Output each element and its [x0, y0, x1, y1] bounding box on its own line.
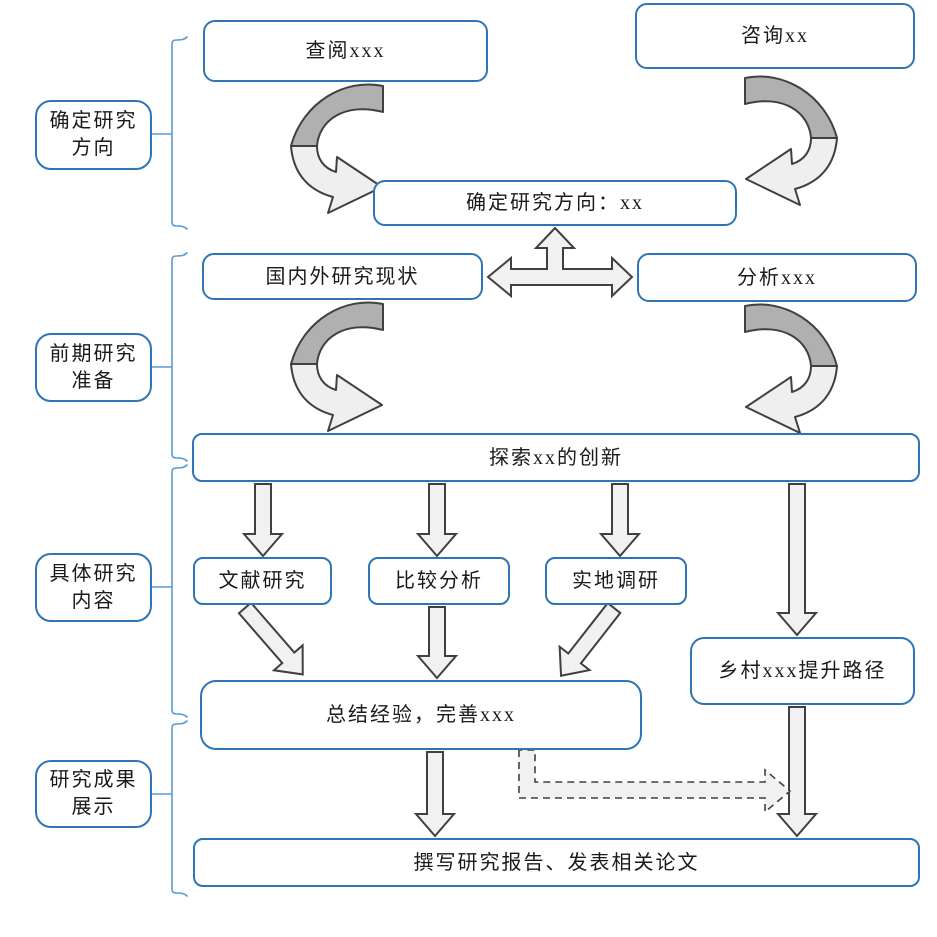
node-field-research: 实地调研 — [545, 557, 687, 605]
node-analyze-text: 分析xxx — [737, 266, 817, 289]
node-analyze: 分析xxx — [637, 253, 917, 302]
node-comparative-analysis-text: 比较分析 — [395, 570, 483, 592]
stage-bracket-4 — [151, 720, 188, 897]
node-direction: 确定研究方向：xx — [373, 180, 737, 226]
curved-arrow-analyze-to-explore — [744, 303, 838, 434]
stage-bracket-3 — [151, 464, 188, 718]
node-rural-improvement-path-text: 乡村xxx提升路径 — [718, 660, 887, 682]
curved-arrow-lookup-to-direction — [290, 83, 384, 214]
node-literature-research: 文献研究 — [193, 557, 332, 605]
node-write-report: 撰写研究报告、发表相关论文 — [193, 838, 920, 887]
stage-bracket-2 — [151, 252, 188, 462]
curved-arrow-status-to-explore — [290, 301, 384, 432]
arrow-field-to-summarize — [558, 601, 622, 677]
node-lookup: 查阅xxx — [203, 20, 488, 82]
node-summarize-experience: 总结经验，完善xxx — [200, 680, 642, 750]
node-explore-innovation-text: 探索xx的创新 — [489, 446, 623, 469]
dashed-elbow-arrow-summarize — [518, 749, 792, 814]
three-way-arrow-status-analyze-direction — [486, 226, 634, 299]
stage-label-preliminary-preparation: 前期研究准备 — [35, 333, 152, 402]
node-lookup-text: 查阅xxx — [305, 40, 386, 62]
node-literature-research-text: 文献研究 — [218, 570, 307, 592]
node-consult: 咨询xx — [635, 3, 915, 69]
node-explore-innovation: 探索xx的创新 — [192, 433, 920, 482]
node-rural-improvement-path: 乡村xxx提升路径 — [690, 637, 915, 705]
stage-label-results-display: 研究成果展示 — [35, 760, 152, 828]
stage-label-text: 前期研究准备 — [49, 342, 138, 392]
node-direction-text: 确定研究方向：xx — [466, 192, 644, 214]
arrow-explore-to-literature — [241, 483, 285, 558]
stage-label-specific-content: 具体研究内容 — [35, 553, 152, 622]
stage-label-text: 确定研究方向 — [49, 110, 138, 159]
stage-bracket-1 — [151, 36, 188, 230]
stage-label-determine-direction: 确定研究方向 — [35, 100, 152, 170]
stage-label-text: 研究成果展示 — [49, 769, 138, 818]
node-research-status-text: 国内外研究现状 — [265, 265, 420, 288]
arrow-explore-to-rural — [775, 483, 819, 637]
arrow-literature-to-summarize — [237, 601, 304, 676]
arrow-compare-to-summarize — [415, 606, 459, 680]
arrow-explore-to-compare — [415, 483, 459, 558]
node-research-status: 国内外研究现状 — [202, 253, 483, 300]
curved-arrow-consult-to-direction — [744, 75, 838, 206]
node-write-report-text: 撰写研究报告、发表相关论文 — [413, 851, 700, 874]
node-field-research-text: 实地调研 — [572, 570, 660, 592]
node-summarize-experience-text: 总结经验，完善xxx — [326, 704, 516, 726]
node-consult-text: 咨询xx — [741, 25, 809, 47]
arrow-summarize-to-write — [413, 751, 457, 838]
node-comparative-analysis: 比较分析 — [368, 557, 510, 605]
arrow-rural-to-write — [775, 706, 819, 838]
arrow-explore-to-field — [598, 483, 642, 558]
stage-label-text: 具体研究内容 — [49, 562, 138, 612]
